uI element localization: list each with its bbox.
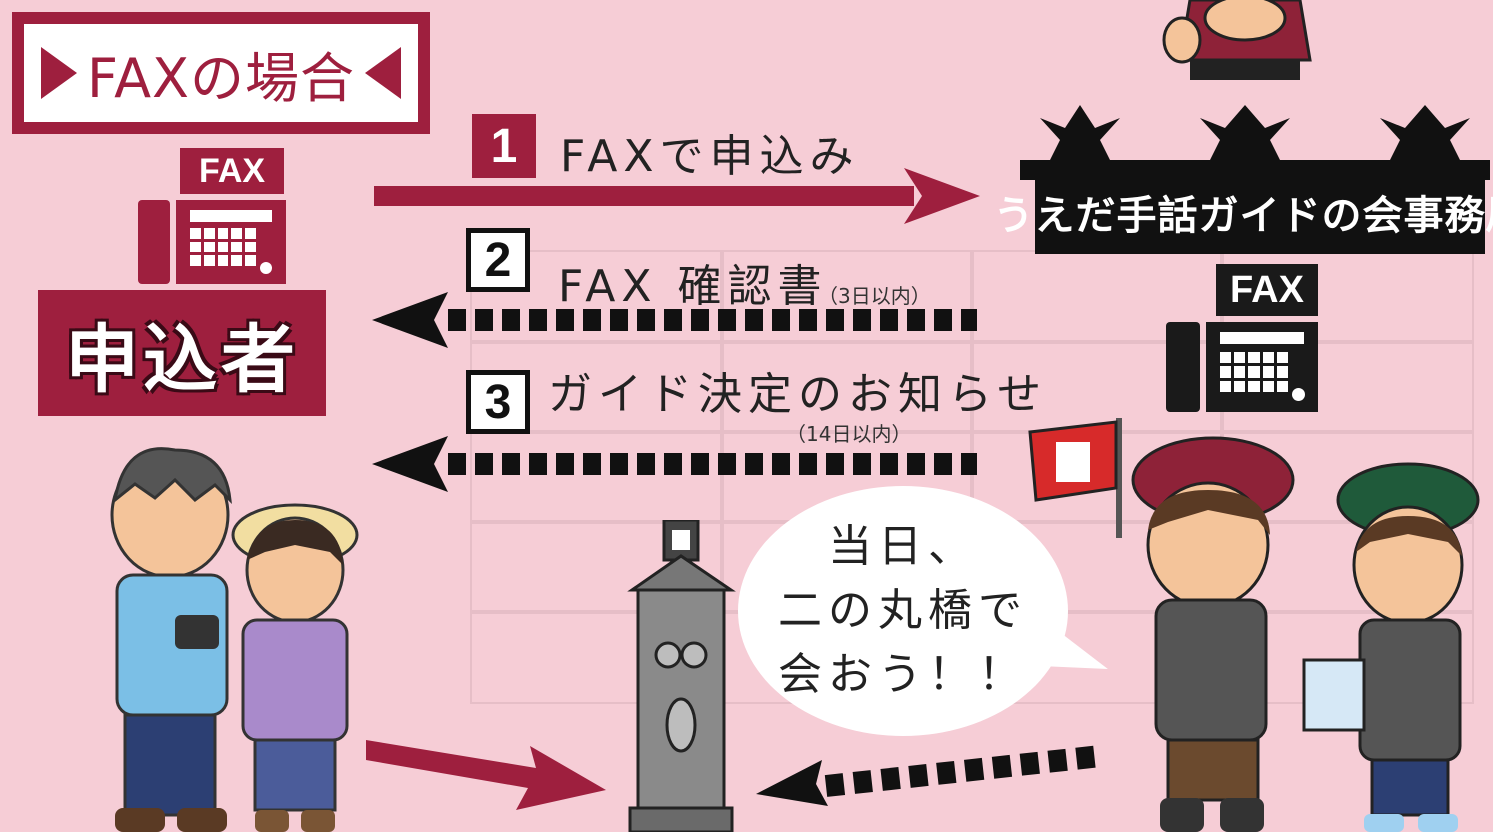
guide-illustration xyxy=(1131,436,1480,832)
speech-line-3: 会おう！！ xyxy=(778,649,1028,700)
monument-icon xyxy=(627,520,736,832)
castle-roof-icon xyxy=(1020,105,1490,180)
bottom-arrow-right-icon xyxy=(366,740,606,810)
step-2-number: 2 xyxy=(466,228,530,292)
applicant-fax-label: FAX xyxy=(180,148,284,194)
step-3-dotted-arrow-left-icon xyxy=(372,436,977,492)
office-fax-screen xyxy=(1220,332,1304,344)
mascot-illustration xyxy=(1162,0,1312,80)
office-fax-button xyxy=(1292,388,1305,401)
title-inner: FAXの場合 xyxy=(24,24,418,122)
office-name-banner: うえだ手話ガイドの会事務局 xyxy=(994,170,1493,254)
step-1-number: 1 xyxy=(472,114,536,178)
step-2-dotted-arrow-left-icon xyxy=(372,292,977,348)
office-fax-keypad xyxy=(1220,352,1288,392)
triangle-left-icon xyxy=(365,47,402,99)
office-fax-handset xyxy=(1166,322,1200,412)
applicant-fax-button xyxy=(260,262,272,274)
step-1-arrow-right-icon xyxy=(374,168,980,224)
step-3-text: ガイド決定のお知らせ xyxy=(548,369,1048,420)
speech-bubble: 当日、 二の丸橋で 会おう！！ xyxy=(738,486,1068,736)
step-2-note: （3日以内） xyxy=(818,284,931,308)
title-box: FAXの場合 xyxy=(12,12,430,134)
office-fax-label: FAX xyxy=(1216,264,1318,316)
bottom-dotted-arrow-left-icon xyxy=(756,745,1103,806)
applicant-fax-machine-icon: FAX xyxy=(138,148,286,284)
applicant-fax-handset xyxy=(138,200,170,284)
applicant-couple-illustration xyxy=(110,447,359,832)
speech-line-2: 二の丸橋で xyxy=(778,585,1028,636)
triangle-right-icon xyxy=(40,47,77,99)
applicant-box: 申込者 xyxy=(38,290,326,416)
applicant-fax-screen xyxy=(190,210,272,222)
step-3-number: 3 xyxy=(466,370,530,434)
applicant-fax-keypad xyxy=(190,228,256,266)
speech-line-1: 当日、 xyxy=(828,521,978,572)
flag-icon xyxy=(1028,418,1122,538)
step-3-note: （14日以内） xyxy=(786,422,912,446)
office-fax-machine-icon: FAX xyxy=(1166,264,1318,412)
step-2-text: FAX 確認書 xyxy=(558,261,828,312)
page-title: FAXの場合 xyxy=(86,46,356,110)
step-1-text: FAXで申込み xyxy=(560,131,860,182)
